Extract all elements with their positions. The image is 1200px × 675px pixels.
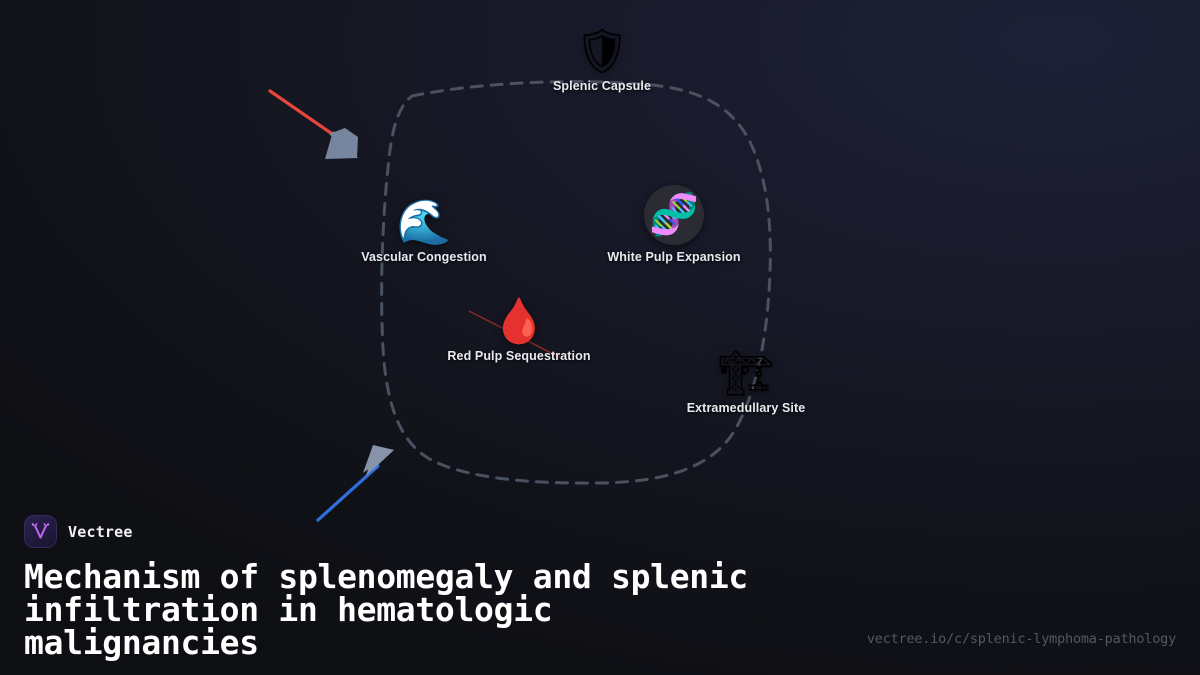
- page-title: Mechanism of splenomegaly and splenic in…: [24, 557, 749, 662]
- construction-crane-icon: 🏗: [718, 348, 774, 399]
- diagram-node-extramedullary-site[interactable]: 🏗 Extramedullary Site: [636, 348, 856, 416]
- diagram-node-red-pulp-sequestration[interactable]: 🩸 Red Pulp Sequestration: [409, 296, 629, 364]
- brand-row: Vectree: [24, 515, 1176, 548]
- diagram-node-vascular-congestion[interactable]: 🌊 Vascular Congestion: [314, 197, 534, 265]
- node-label: Red Pulp Sequestration: [447, 349, 591, 363]
- footer-branding: Vectree Mechanism of splenomegaly and sp…: [0, 505, 1200, 675]
- red-annotation-arrow: [268, 89, 358, 159]
- dna-icon: 🧬: [644, 185, 704, 245]
- red-pulp-strike-line: [468, 310, 564, 360]
- splenic-boundary-path: [380, 80, 772, 485]
- blood-drop-icon: 🩸: [491, 296, 547, 347]
- node-label: Vascular Congestion: [361, 250, 487, 264]
- vectree-glyph-icon: [31, 523, 50, 539]
- node-label: Splenic Capsule: [552, 79, 652, 93]
- node-label: Extramedullary Site: [686, 401, 806, 415]
- brand-name: Vectree: [68, 522, 133, 541]
- source-url: vectree.io/c/splenic-lymphoma-pathology: [866, 631, 1176, 647]
- diagram-node-white-pulp-expansion[interactable]: 🧬 White Pulp Expansion: [564, 185, 784, 264]
- blue-annotation-arrow: [316, 445, 394, 522]
- diagram-node-splenic-capsule[interactable]: 🛡 Splenic Capsule: [492, 26, 712, 94]
- wave-icon: 🌊: [396, 197, 452, 248]
- node-label: White Pulp Expansion: [607, 250, 741, 264]
- shield-icon: 🛡: [574, 26, 630, 77]
- vectree-logo-icon: [24, 515, 57, 548]
